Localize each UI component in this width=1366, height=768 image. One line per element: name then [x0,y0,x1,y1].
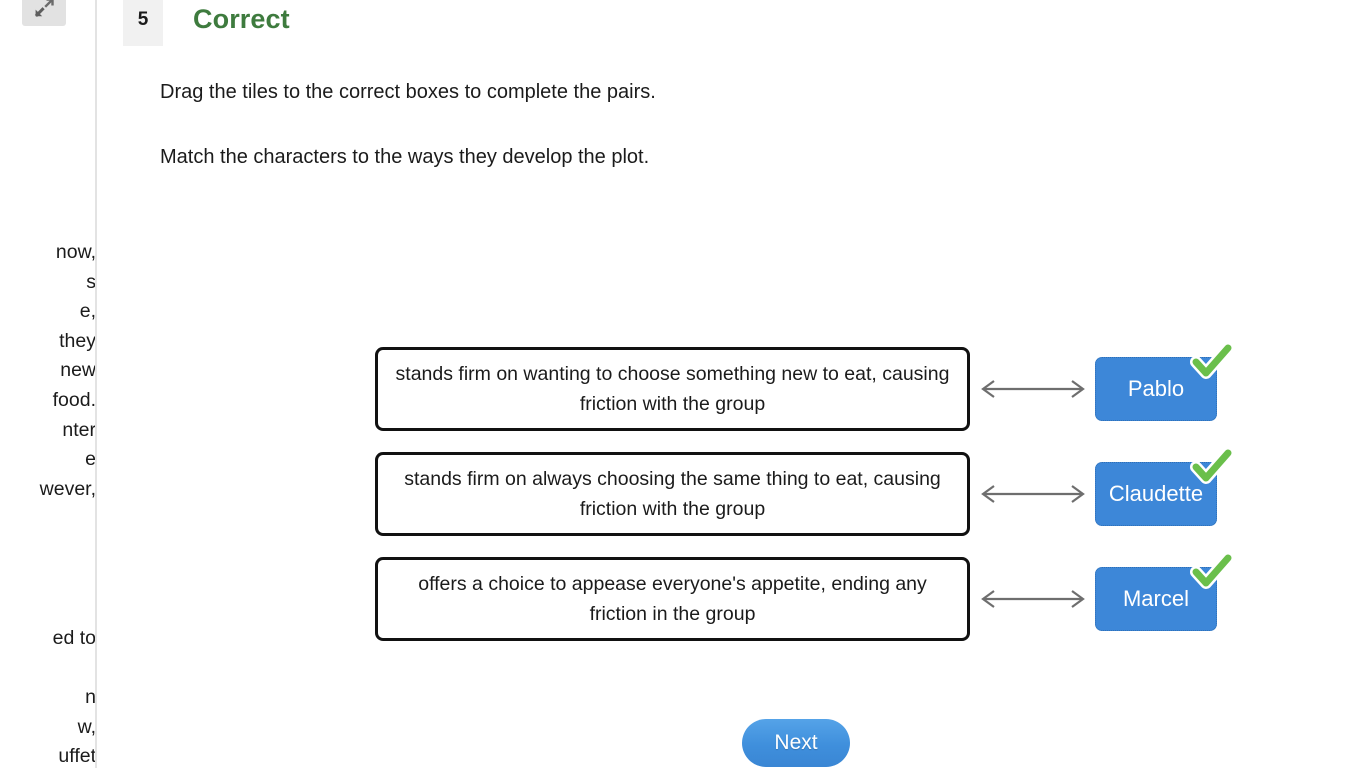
answer-tile-wrapper: Claudette [1095,447,1234,526]
matching-area: stands firm on wanting to choose somethi… [97,47,1366,768]
passage-panel: now, s e, they new food. nter e wever, e… [0,0,97,768]
passage-text-fragment-top: now, s e, they new food. nter e wever, [39,241,96,500]
drop-target-box[interactable]: stands firm on always choosing the same … [375,452,970,536]
double-headed-arrow-icon [970,452,1095,536]
collapse-diagonal-arrows-icon [33,0,55,19]
answer-status-label: Correct [193,4,290,34]
double-headed-arrow-icon [970,557,1095,641]
answer-tile[interactable]: Pablo [1095,357,1217,421]
instruction-line-1: Drag the tiles to the correct boxes to c… [160,81,656,103]
answer-tile-wrapper: Marcel [1095,552,1234,631]
match-row: stands firm on always choosing the same … [375,447,1234,538]
question-header: 5 Correct [97,0,1366,48]
instruction-line-2: Match the characters to the ways they de… [160,146,650,168]
panel-divider [95,0,97,768]
drop-target-box[interactable]: offers a choice to appease everyone's ap… [375,557,970,641]
match-row: stands firm on wanting to choose somethi… [375,342,1234,433]
double-headed-arrow-icon [970,347,1095,431]
match-row: offers a choice to appease everyone's ap… [375,552,1234,643]
collapse-panel-button[interactable] [22,0,66,26]
passage-text-fragment-bottom: ed to n w, uffet ight king [52,627,96,768]
next-button[interactable]: Next [742,719,850,767]
drop-target-box[interactable]: stands firm on wanting to choose somethi… [375,347,970,431]
question-body: Drag the tiles to the correct boxes to c… [97,47,1366,768]
answer-tile[interactable]: Claudette [1095,462,1217,526]
answer-tile-wrapper: Pablo [1095,342,1234,421]
question-number-badge: 5 [123,0,163,46]
answer-tile[interactable]: Marcel [1095,567,1217,631]
